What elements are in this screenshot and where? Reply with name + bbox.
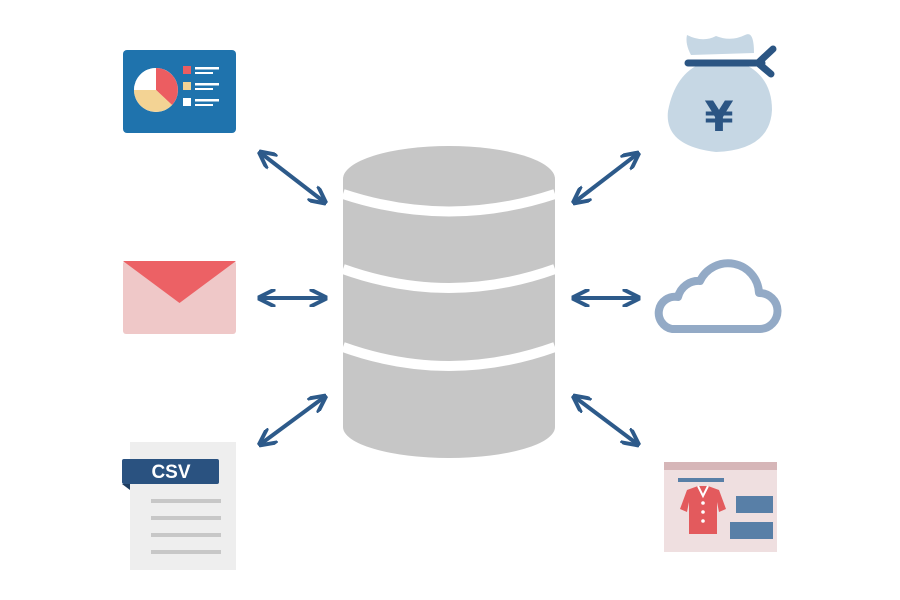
csv-document-icon: CSV bbox=[122, 442, 236, 570]
arrow-top-right bbox=[576, 155, 636, 201]
legend-line-2 bbox=[195, 83, 219, 86]
arrow-bottom-right bbox=[576, 398, 636, 443]
arrow-top-left bbox=[262, 154, 323, 201]
legend-swatch-yellow bbox=[183, 82, 191, 90]
arrow-bottom-left bbox=[262, 398, 323, 443]
database-top bbox=[343, 146, 555, 212]
ecommerce-info-block-2 bbox=[730, 522, 773, 539]
database-separator-1 bbox=[341, 264, 557, 293]
ecommerce-page-icon bbox=[664, 462, 777, 552]
envelope-flap bbox=[123, 261, 236, 303]
money-bag-top bbox=[686, 34, 754, 55]
ecommerce-button-1 bbox=[701, 501, 705, 505]
cloud-icon bbox=[654, 259, 782, 333]
legend-line-1 bbox=[195, 67, 219, 70]
csv-banner bbox=[122, 459, 219, 484]
money-bag-icon: ¥ bbox=[667, 34, 777, 152]
database-separator-2 bbox=[341, 342, 557, 371]
ecommerce-page-topbar bbox=[664, 462, 777, 470]
connection-arrows bbox=[262, 154, 636, 443]
legend-swatch-white bbox=[183, 98, 191, 106]
csv-label: CSV bbox=[151, 462, 190, 483]
legend-line-3 bbox=[195, 99, 219, 102]
ecommerce-info-block-1 bbox=[736, 496, 773, 513]
ecommerce-title-bar bbox=[678, 478, 724, 482]
ecommerce-button-3 bbox=[701, 519, 705, 523]
money-bag-tie-end-2 bbox=[754, 59, 775, 78]
ecommerce-button-2 bbox=[701, 510, 705, 514]
legend-line-2b bbox=[195, 88, 213, 90]
legend-swatch-red bbox=[183, 66, 191, 74]
money-bag-body bbox=[667, 63, 772, 152]
database-body bbox=[343, 179, 555, 427]
ecommerce-coat bbox=[680, 486, 726, 534]
csv-banner-fold bbox=[122, 484, 130, 490]
envelope-icon bbox=[123, 261, 236, 334]
pie-slice-yellow bbox=[134, 90, 172, 112]
dashboard-chart-icon bbox=[123, 50, 236, 133]
csv-line-3 bbox=[151, 533, 221, 537]
currency-symbol: ¥ bbox=[704, 92, 733, 141]
legend-line-3b bbox=[195, 104, 213, 106]
ecommerce-coat-collar bbox=[697, 485, 709, 499]
pie-slice-red bbox=[156, 68, 178, 105]
database-top-rim bbox=[341, 189, 557, 217]
csv-line-1 bbox=[151, 499, 221, 503]
csv-line-2 bbox=[151, 516, 221, 520]
pie-slice-white bbox=[134, 68, 156, 90]
database-icon bbox=[341, 146, 557, 458]
cloud-outline bbox=[654, 259, 782, 333]
database-bottom bbox=[343, 396, 555, 458]
csv-line-4 bbox=[151, 550, 221, 554]
legend-line-1b bbox=[195, 72, 213, 74]
